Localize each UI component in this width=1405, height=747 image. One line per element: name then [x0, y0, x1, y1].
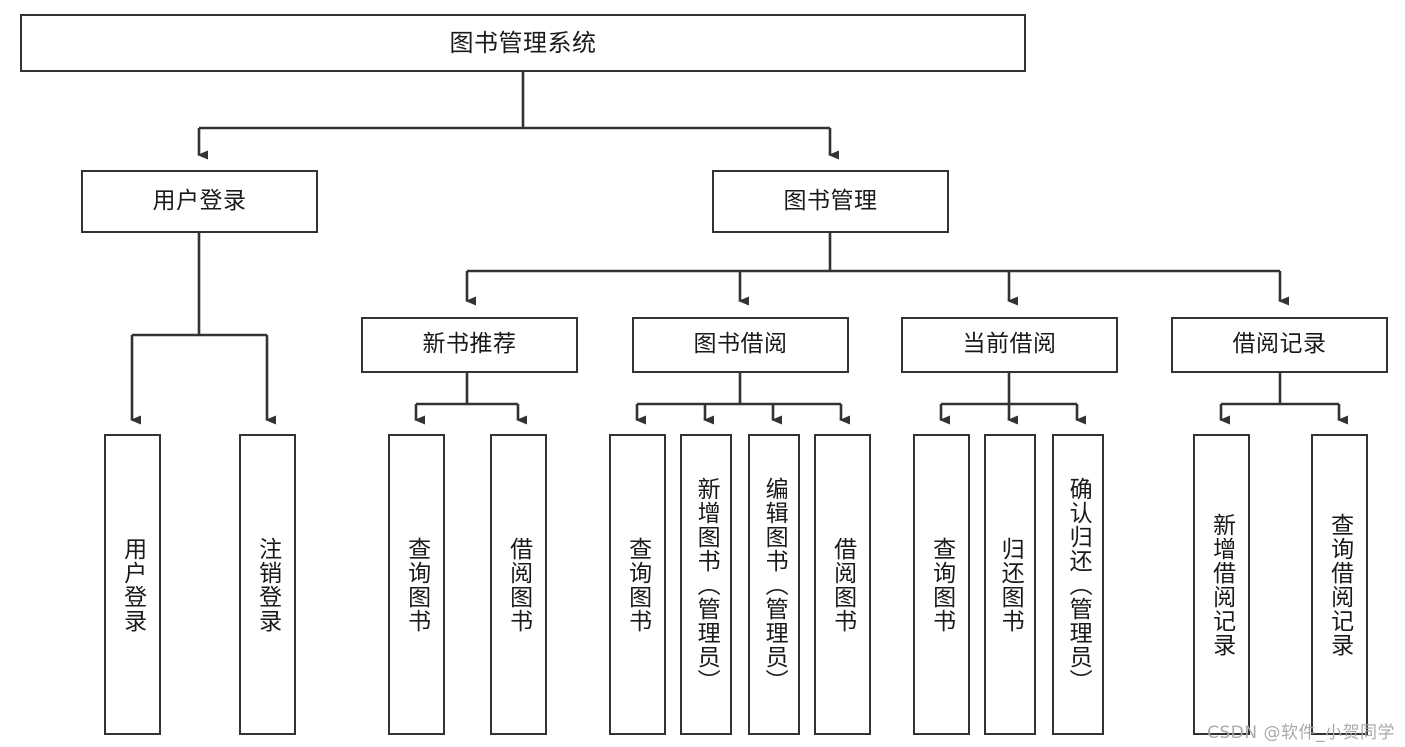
node-book-management[interactable]: 图书管理 — [712, 170, 949, 233]
node-label: 当前借阅 — [962, 331, 1057, 358]
node-label: 图书管理系统 — [449, 28, 597, 57]
node-leaf-add-record[interactable]: 新增借阅记录 — [1193, 434, 1250, 735]
node-leaf-borrow-book-2[interactable]: 借阅图书 — [814, 434, 871, 735]
node-label: 编辑图书（管理员） — [761, 476, 788, 693]
node-leaf-query-book-1[interactable]: 查询图书 — [388, 434, 445, 735]
node-label: 借阅图书 — [505, 536, 532, 633]
node-label: 图书管理 — [783, 187, 878, 214]
node-label: 归还图书 — [997, 536, 1024, 633]
node-leaf-borrow-book-1[interactable]: 借阅图书 — [490, 434, 547, 735]
node-leaf-query-record[interactable]: 查询借阅记录 — [1311, 434, 1368, 735]
node-leaf-logout[interactable]: 注销登录 — [239, 434, 296, 735]
node-label: 借阅记录 — [1232, 331, 1327, 358]
node-book-borrow[interactable]: 图书借阅 — [632, 317, 849, 373]
node-leaf-query-book-3[interactable]: 查询图书 — [913, 434, 970, 735]
node-leaf-confirm-return[interactable]: 确认归还（管理员） — [1052, 434, 1104, 735]
node-leaf-add-book[interactable]: 新增图书（管理员） — [680, 434, 732, 735]
node-label: 查询图书 — [928, 536, 955, 633]
node-label: 新书推荐 — [422, 331, 517, 358]
node-label: 用户登录 — [119, 536, 146, 633]
node-user-login[interactable]: 用户登录 — [81, 170, 318, 233]
node-label: 新增借阅记录 — [1208, 512, 1235, 657]
node-new-book-recommend[interactable]: 新书推荐 — [361, 317, 578, 373]
node-leaf-edit-book[interactable]: 编辑图书（管理员） — [748, 434, 800, 735]
node-label: 借阅图书 — [829, 536, 856, 633]
node-label: 查询图书 — [624, 536, 651, 633]
node-borrow-record[interactable]: 借阅记录 — [1171, 317, 1388, 373]
node-label: 注销登录 — [254, 536, 281, 633]
node-label: 用户登录 — [152, 187, 247, 214]
node-label: 新增图书（管理员） — [693, 476, 720, 693]
node-current-borrow[interactable]: 当前借阅 — [901, 317, 1118, 373]
node-leaf-query-book-2[interactable]: 查询图书 — [609, 434, 666, 735]
node-root-book-management-system[interactable]: 图书管理系统 — [20, 14, 1026, 72]
node-label: 确认归还（管理员） — [1065, 476, 1092, 693]
watermark-text: CSDN @软件_小贺同学 — [1207, 723, 1395, 743]
node-label: 查询借阅记录 — [1326, 512, 1353, 657]
node-label: 图书借阅 — [693, 331, 788, 358]
node-leaf-return-book[interactable]: 归还图书 — [984, 434, 1036, 735]
node-leaf-user-login[interactable]: 用户登录 — [104, 434, 161, 735]
node-label: 查询图书 — [403, 536, 430, 633]
